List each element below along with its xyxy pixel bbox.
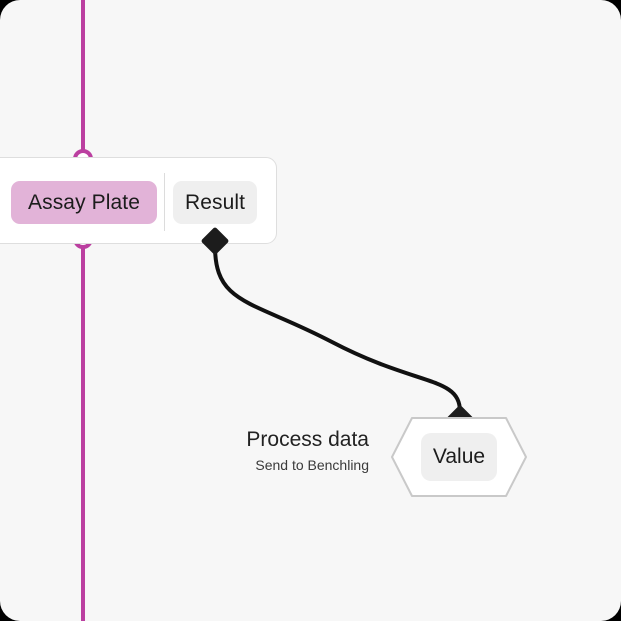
pill-assay-plate[interactable]: Assay Plate [11, 181, 157, 224]
process-step-labels: Process data Send to Benchling [116, 427, 369, 475]
output-node-label[interactable]: Value [421, 433, 497, 481]
entity-card[interactable]: Assay Plate Result [0, 157, 277, 244]
process-step-subtitle: Send to Benchling [255, 457, 369, 473]
process-step-title: Process data [246, 428, 369, 451]
pill-result[interactable]: Result [173, 181, 257, 224]
pill-divider [164, 173, 165, 231]
output-node-hexagon[interactable]: Value [390, 416, 528, 498]
timeline-lane-line [81, 0, 85, 621]
connector-path[interactable] [213, 244, 462, 414]
